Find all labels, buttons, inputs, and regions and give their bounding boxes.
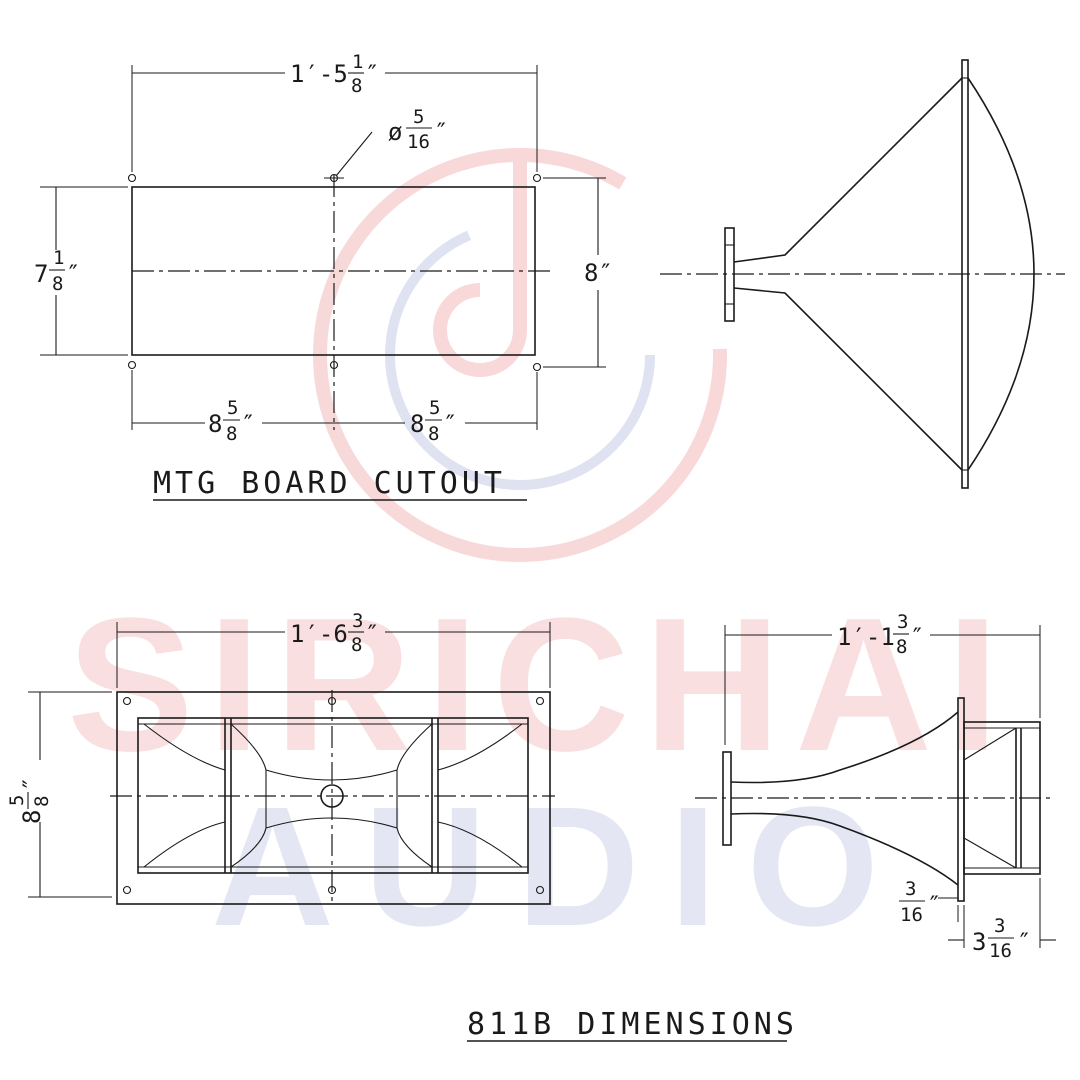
cutout-title: MTG BOARD CUTOUT [153, 466, 506, 501]
mounting-hole [532, 362, 542, 372]
mounting-hole [535, 696, 545, 706]
svg-text:8: 8 [18, 810, 46, 824]
svg-text:3: 3 [352, 610, 363, 632]
hole-diameter-label: ø 5 16 ″ [388, 106, 448, 153]
svg-text:16: 16 [989, 940, 1012, 962]
svg-text:″: ″ [910, 623, 924, 651]
svg-text:8: 8 [226, 423, 237, 445]
side-throat-flange [722, 751, 732, 846]
svg-text:ø: ø [388, 118, 402, 146]
cutout-width-label: 1′-5 1 8 ″ [290, 51, 379, 97]
svg-text:8: 8 [208, 410, 222, 438]
mounting-hole [532, 173, 542, 183]
mounting-hole [327, 885, 337, 895]
hole-leader-line [335, 131, 373, 177]
svg-text:8: 8 [410, 410, 424, 438]
left-cell-walls [143, 723, 226, 868]
svg-text:3: 3 [897, 611, 908, 633]
right-cell-walls [437, 723, 523, 868]
svg-text:1: 1 [352, 51, 363, 73]
horn-top-view [660, 59, 1065, 489]
mounting-hole [122, 696, 132, 706]
side-horn-upper [730, 711, 959, 784]
svg-text:8: 8 [351, 634, 362, 656]
center-throat-walls [230, 723, 433, 868]
cutout-height-right-label: 8″ [584, 259, 613, 287]
svg-text:5: 5 [227, 397, 238, 419]
svg-text:8: 8 [428, 423, 439, 445]
svg-text:3: 3 [972, 928, 986, 956]
svg-text:7: 7 [34, 260, 48, 288]
watermark: SIRICHAI AUDIO [67, 148, 1013, 962]
mounting-hole [535, 885, 545, 895]
mounting-holes [127, 173, 542, 372]
svg-text:5: 5 [6, 795, 28, 806]
svg-text:1′-6: 1′-6 [290, 620, 348, 648]
svg-text:5: 5 [429, 397, 440, 419]
horn-lower-wall [733, 287, 963, 471]
svg-text:″: ″ [443, 410, 457, 438]
mounting-hole [127, 173, 137, 183]
horn-side-view: 1′-1 3 8 ″ 3 16 ″ 3 3 16 ″ [695, 611, 1056, 962]
svg-text:″: ″ [241, 410, 255, 438]
mouth-flange [961, 59, 969, 489]
mounting-hole [127, 360, 137, 370]
flange-thickness-label: 3 16 ″ [899, 878, 941, 926]
side-cell-box [963, 721, 1041, 875]
cutout-height-left-label: 7 1 8 ″ [34, 247, 80, 295]
svg-text:″: ″ [66, 260, 80, 288]
side-cell-walls [963, 727, 1017, 869]
mounting-hole [122, 885, 132, 895]
cutout-half-right-label: 8 5 8 ″ [410, 397, 457, 445]
mounting-hole [329, 360, 339, 370]
svg-text:″: ″ [18, 777, 46, 791]
svg-text:″: ″ [434, 118, 448, 146]
mouth-arc [967, 77, 1035, 471]
side-horn-lower [730, 812, 959, 886]
mounting-hole [327, 696, 337, 706]
front-width-label: 1′-6 3 8 ″ [290, 610, 379, 656]
svg-text:8: 8 [896, 636, 907, 658]
svg-text:1: 1 [53, 247, 64, 269]
svg-text:1′-5: 1′-5 [290, 60, 348, 88]
cell-depth-label: 3 3 16 ″ [972, 915, 1031, 962]
svg-text:8: 8 [31, 796, 53, 807]
svg-text:8: 8 [351, 75, 362, 97]
svg-text:″: ″ [927, 891, 941, 919]
svg-text:″: ″ [365, 60, 379, 88]
front-mount-holes [122, 696, 545, 895]
throat-flange [724, 227, 735, 322]
svg-text:5: 5 [413, 106, 424, 128]
cutout-half-left-label: 8 5 8 ″ [208, 397, 255, 445]
watermark-line1: SIRICHAI [67, 579, 1013, 791]
svg-text:8: 8 [52, 273, 63, 295]
dimensions-title: 811B DIMENSIONS [467, 1007, 798, 1042]
horn-front-view: 1′-6 3 8 ″ 8 5 8 ″ [6, 610, 555, 905]
front-height-label: 8 5 8 ″ [6, 777, 53, 824]
svg-text:3: 3 [905, 878, 916, 900]
svg-text:″: ″ [365, 620, 379, 648]
svg-text:16: 16 [900, 904, 923, 926]
horn-upper-wall [733, 77, 963, 263]
svg-text:1′-1: 1′-1 [837, 623, 895, 651]
side-length-label: 1′-1 3 8 ″ [837, 611, 924, 658]
svg-text:3: 3 [994, 915, 1005, 937]
svg-text:16: 16 [407, 131, 430, 153]
svg-text:″: ″ [1017, 928, 1031, 956]
front-flange-outer [116, 691, 551, 905]
cutout-view: 1′-5 1 8 ″ ø 5 16 ″ 7 1 8 ″ [34, 51, 613, 501]
